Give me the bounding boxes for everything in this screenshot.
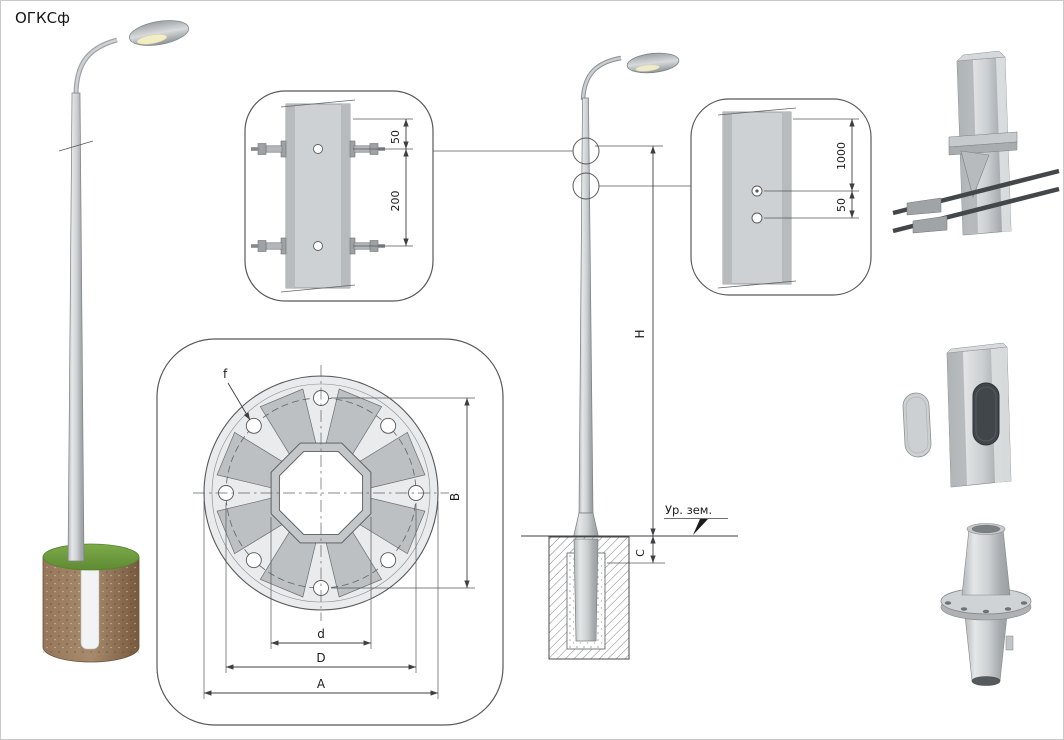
dim-H-label: H [633,329,647,338]
pole-shaft [67,92,85,562]
lamp-lens [635,64,660,72]
hole-f-label: f [223,367,228,381]
break-mark [280,99,356,108]
pole-section [285,103,351,289]
pole-top-cap [946,342,1008,354]
break-mark [58,140,94,152]
dim-B-label: B [448,493,462,501]
pole-elevation-view: Ур. зем. H C [521,52,738,660]
flange-hole [1004,607,1012,611]
hole-detail: 1000 50 [599,98,872,296]
base-shoe-3d-view [940,523,1032,686]
base-cone [572,512,600,540]
flange-hole [960,607,968,611]
break-mark [280,284,356,293]
hatch-cover [902,392,932,458]
suspension-bracket [960,150,990,198]
lamp-lens [136,34,168,45]
rod-cone-fitting [906,197,942,216]
page-title: ОГКСф [15,9,70,27]
flange-hole [982,609,990,614]
skirt-tab [1005,635,1014,651]
level-mark [693,519,708,535]
flange-hole [1020,601,1028,605]
grass-top [42,543,140,571]
dim-C-label: C [634,549,647,557]
lower-hole [751,212,763,224]
pole-3d-view [42,20,190,663]
access-hatch-3d-view [902,342,1012,488]
flange-hole [944,601,952,605]
dim-50-label: 50 [389,130,402,144]
break-mark [717,280,797,289]
pole-shaft [578,97,594,514]
detail-marker-lower [572,172,600,200]
dim-1000-label: 1000 [835,142,848,170]
lamp-head [626,52,680,74]
hatch-opening [972,382,1000,446]
embedded-pole [573,538,599,642]
dim-D-label: D [316,651,325,665]
rod-cone-fitting [912,215,948,234]
cone-opening [971,524,1001,534]
break-mark [717,107,797,116]
dim-A-label: A [317,677,326,691]
lamp-head [128,20,190,46]
pole-top-cap [956,50,1006,62]
flange-plan-view: f B d D A [156,338,504,726]
shoe-cone [961,528,1011,596]
pole-section [722,111,792,285]
dim-50-label: 50 [835,198,848,212]
clamp-3d-view [892,50,1060,236]
f-leader [227,382,251,421]
ground-level-label: Ур. зем. [665,503,712,517]
octagon-hole [278,450,364,536]
bolt-hole [313,144,323,154]
bolt-connection-detail: 50 200 [244,90,573,302]
embedded-pipe-cutaway [80,560,100,650]
detail-marker-upper [572,137,600,165]
bolt-hole [313,241,323,251]
skirt-opening [971,676,1001,686]
dim-d-label: d [317,627,325,641]
dim-200-label: 200 [389,191,402,212]
